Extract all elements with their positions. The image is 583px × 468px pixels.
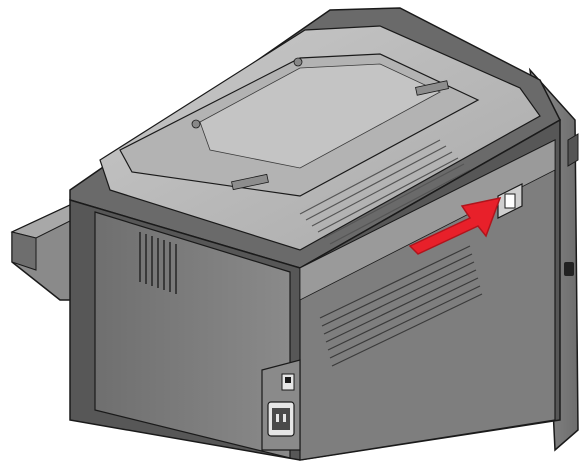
- red-pointer-arrow: [408, 196, 502, 255]
- rear-left-panel: [94, 211, 291, 459]
- power-switch-icon: [281, 373, 295, 391]
- printer-rear-panel: [69, 118, 561, 461]
- power-socket-icon: [267, 401, 295, 437]
- rear-vent-left: [139, 232, 177, 294]
- side-slot: [564, 262, 574, 276]
- rear-vent-right: [319, 245, 483, 367]
- printer-top-cover: [69, 7, 561, 269]
- power-panel: [261, 359, 301, 451]
- usb-port-icon: [497, 183, 523, 219]
- top-vent-grille: [299, 139, 471, 245]
